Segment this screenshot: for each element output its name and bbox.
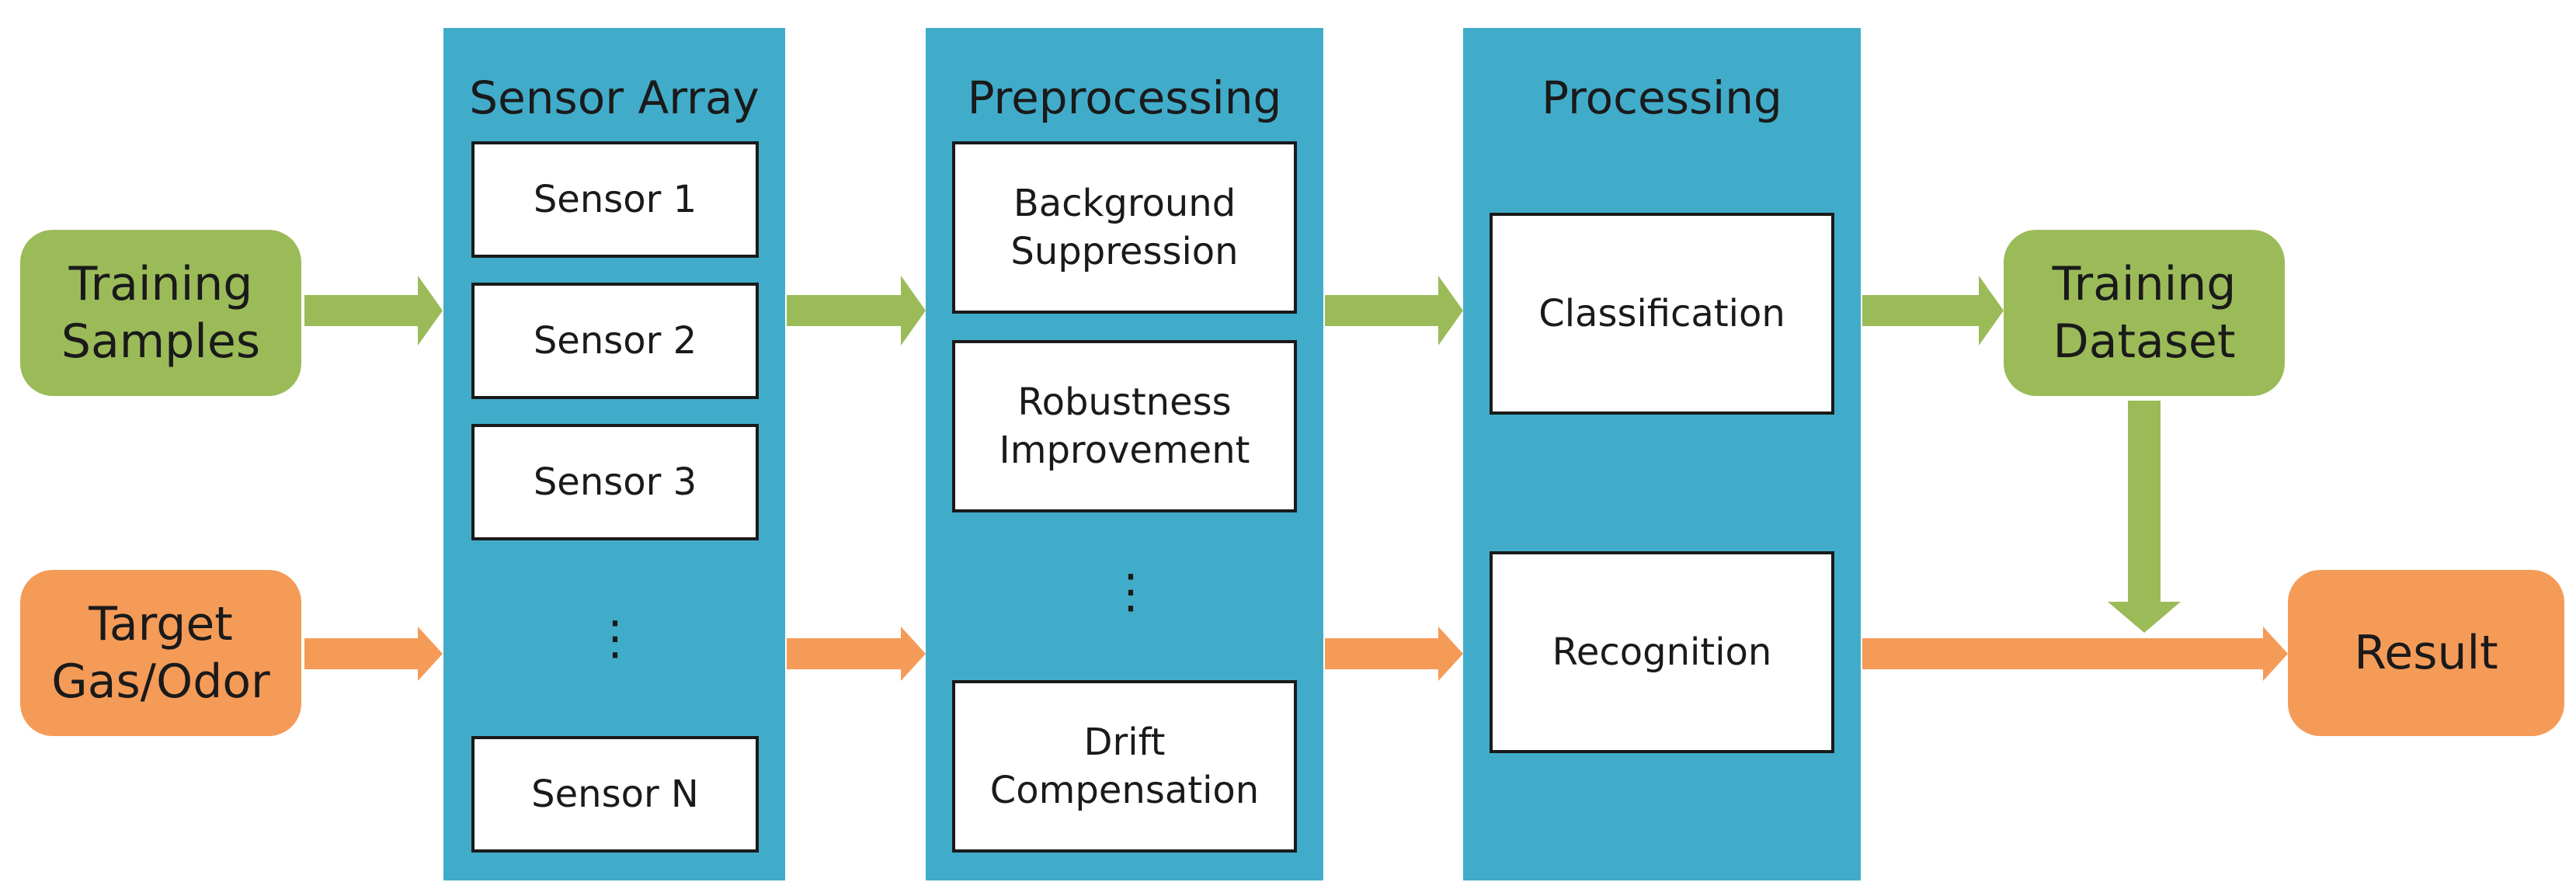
sensor-n-box: Sensor N: [471, 736, 759, 853]
result-node: Result: [2288, 570, 2564, 736]
sensor-3-box: Sensor 3: [471, 424, 759, 540]
arrow-processing-to-dataset: [1862, 276, 2004, 346]
sensor-2-box: Sensor 2: [471, 283, 759, 399]
recognition-box: Recognition: [1490, 551, 1834, 753]
robustness-improvement-box: Robustness Improvement: [952, 340, 1297, 512]
preprocessing-ellipsis: ⋮: [1107, 564, 1154, 619]
arrow-preprocessing-to-processing-orange: [1325, 627, 1463, 681]
processing-panel: Processing Classification Recognition: [1463, 28, 1861, 880]
preprocessing-title: Preprocessing: [967, 71, 1282, 124]
sensor-array-title: Sensor Array: [469, 71, 760, 124]
training-samples-node: Training Samples: [20, 230, 301, 396]
processing-title: Processing: [1542, 71, 1782, 124]
arrow-training-to-sensors: [304, 276, 443, 346]
preprocessing-panel: Preprocessing Background Suppression Rob…: [926, 28, 1323, 880]
training-dataset-node: Training Dataset: [2004, 230, 2285, 396]
arrow-processing-to-result: [1862, 627, 2288, 681]
arrow-preprocessing-to-processing-green: [1325, 276, 1463, 346]
target-gas-node: Target Gas/Odor: [20, 570, 301, 736]
sensor-1-box: Sensor 1: [471, 141, 759, 258]
arrow-dataset-down: [2108, 401, 2181, 633]
background-suppression-box: Background Suppression: [952, 141, 1297, 314]
classification-box: Classification: [1490, 213, 1834, 415]
arrow-sensors-to-preprocessing-orange: [787, 627, 926, 681]
arrow-sensors-to-preprocessing-green: [787, 276, 926, 346]
sensor-ellipsis: ⋮: [592, 611, 638, 665]
sensor-array-panel: Sensor Array Sensor 1 Sensor 2 Sensor 3 …: [443, 28, 785, 880]
drift-compensation-box: Drift Compensation: [952, 680, 1297, 853]
arrow-target-to-sensors: [304, 627, 443, 681]
